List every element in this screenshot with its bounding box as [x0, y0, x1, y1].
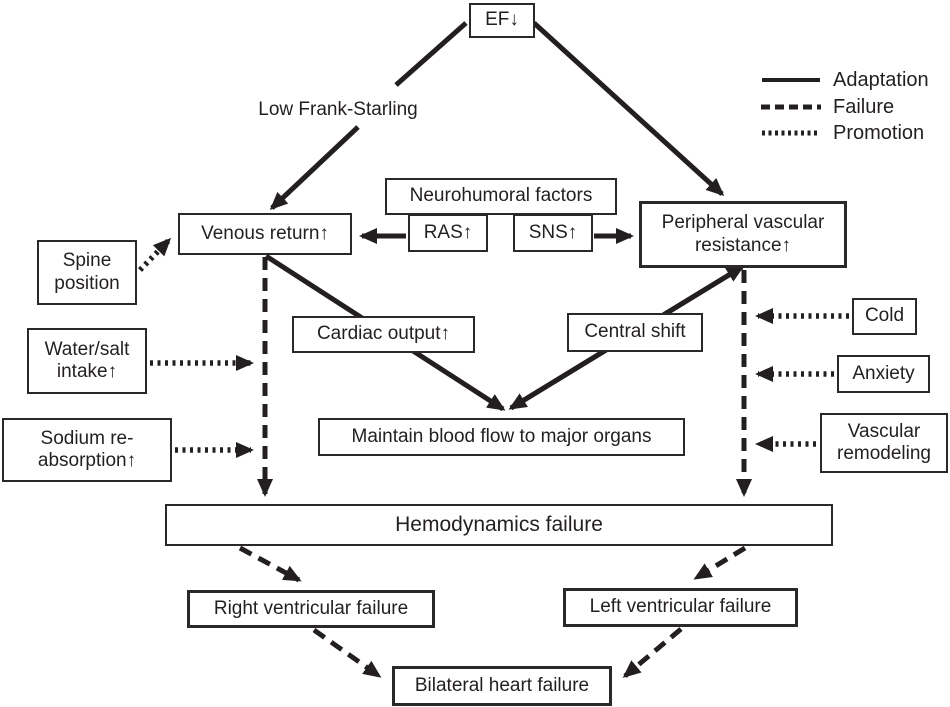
arrow-ef-to-peripheral-resistance: [532, 21, 725, 197]
node-bilateral-heart-failure: Bilateral heart failure: [392, 666, 612, 706]
arrow-hemodynamics-to-left-ventricular-failure: [693, 545, 747, 581]
node-venous-return: Venous return↑: [178, 213, 352, 255]
arrow-ef-to-frank-starling: [394, 21, 468, 87]
arrow-right-ventricular-to-bilateral-heart-failure: [312, 627, 382, 679]
node-maintain-blood-flow: Maintain blood flow to major organs: [318, 418, 685, 456]
node-neurohumoral-factors: Neurohumoral factors: [385, 178, 617, 215]
arrow-spine-position-to-venous-return: [138, 237, 172, 272]
arrow-hemodynamics-to-right-ventricular-failure: [238, 545, 302, 583]
node-cardiac-output: Cardiac output↑: [292, 316, 475, 353]
legend-label-adaptation: Adaptation: [833, 69, 929, 91]
node-ef: EF↓: [469, 3, 535, 38]
legend-label-failure: Failure: [833, 96, 895, 118]
node-cold: Cold: [852, 298, 917, 335]
node-hemodynamics-failure: Hemodynamics failure: [165, 504, 833, 546]
node-spine-position: Spine position: [37, 240, 137, 305]
node-ras: RAS↑: [408, 214, 488, 252]
node-right-ventricular-failure: Right ventricular failure: [187, 590, 435, 628]
node-sodium-reabsorption: Sodium re-absorption↑: [2, 418, 172, 482]
legend-label-promotion: Promotion: [833, 122, 925, 144]
arrow-left-ventricular-to-bilateral-heart-failure: [622, 627, 683, 678]
node-peripheral-vascular-resistance: Peripheral vascular resistance↑: [639, 201, 847, 268]
node-left-ventricular-failure: Left ventricular failure: [563, 588, 798, 627]
arrow-frank-starling-to-venous-return: [269, 125, 360, 211]
node-central-shift: Central shift: [567, 313, 703, 352]
node-frank-starling-label: Low Frank-Starling: [258, 99, 418, 120]
node-sns: SNS↑: [513, 214, 593, 252]
node-water-salt-intake: Water/salt intake↑: [27, 328, 147, 394]
node-anxiety: Anxiety: [837, 355, 930, 393]
node-vascular-remodeling: Vascular remodeling: [820, 413, 948, 473]
